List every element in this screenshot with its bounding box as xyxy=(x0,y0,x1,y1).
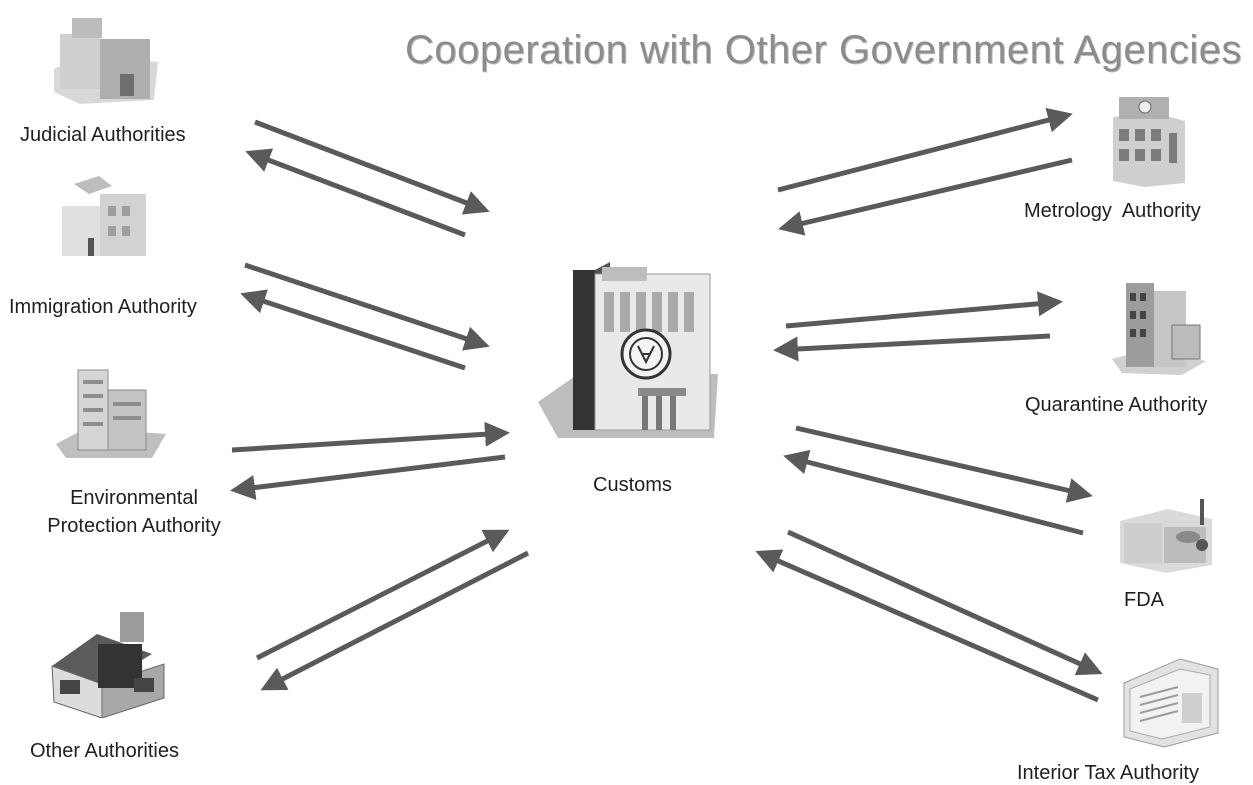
arrow-from-customs xyxy=(777,107,1073,193)
agency-label-environmental-line1: Environmental xyxy=(70,487,198,509)
arrow-from-customs xyxy=(795,425,1093,503)
arrow-to-customs xyxy=(773,333,1051,362)
agency-label-quarantine: Quarantine Authority xyxy=(1025,394,1208,416)
judicial-building-icon xyxy=(54,18,158,104)
immigration-building-icon xyxy=(62,176,146,256)
arrow-from-customs xyxy=(240,289,466,371)
arrow-from-customs xyxy=(785,291,1063,329)
metrology-tower-icon xyxy=(1113,97,1185,187)
agency-label-immigration: Immigration Authority xyxy=(9,296,197,318)
arrow-from-customs xyxy=(786,529,1103,676)
agency-label-interior-tax: Interior Tax Authority xyxy=(1017,762,1199,784)
agency-label-metrology: Metrology Authority xyxy=(1024,200,1201,222)
agency-label-environmental: Environmental Protection Authority xyxy=(14,484,254,540)
arrow-from-customs xyxy=(260,550,530,691)
fda-laboratory-icon xyxy=(1120,499,1212,573)
diagram-title: Cooperation with Other Government Agenci… xyxy=(405,28,1242,72)
agency-label-environmental-line2: Protection Authority xyxy=(47,515,221,537)
arrow-to-customs xyxy=(231,421,510,453)
arrow-from-customs xyxy=(245,148,466,238)
customs-label: Customs xyxy=(593,474,672,496)
other-house-icon xyxy=(51,612,165,718)
environmental-building-icon xyxy=(56,369,166,458)
arrow-to-customs xyxy=(254,119,490,215)
agency-label-fda: FDA xyxy=(1124,589,1164,611)
arrow-to-customs xyxy=(778,157,1073,236)
arrow-to-customs xyxy=(244,262,490,351)
arrow-to-customs xyxy=(255,529,510,661)
quarantine-building-icon xyxy=(1112,283,1206,375)
arrow-to-customs xyxy=(755,549,1099,703)
interior-tax-documents-icon xyxy=(1123,658,1219,748)
customs-building-icon xyxy=(538,262,718,438)
agency-label-other: Other Authorities xyxy=(30,740,179,762)
arrow-from-customs xyxy=(230,454,506,500)
agency-label-judicial: Judicial Authorities xyxy=(20,124,186,146)
arrow-to-customs xyxy=(783,449,1084,536)
